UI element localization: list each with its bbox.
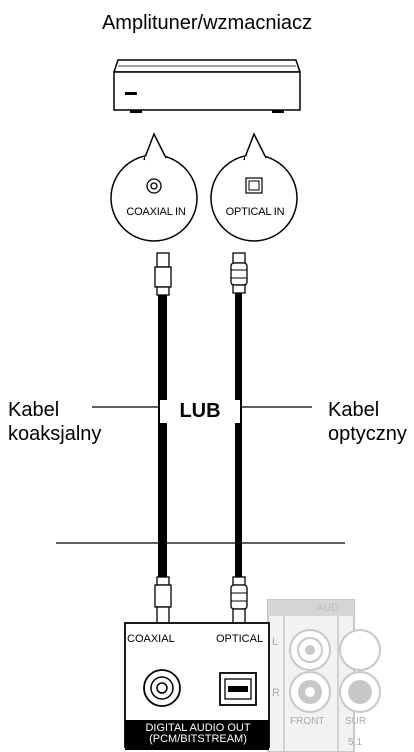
digital-audio-panel [124, 622, 270, 750]
optical-in-bubble [210, 132, 298, 242]
digital-audio-out-label: DIGITAL AUDIO OUT (PCM/BITSTREAM) [127, 723, 269, 745]
optical-plug-bottom [230, 576, 248, 626]
coaxial-cable-label-line1: Kabel [8, 399, 60, 421]
diagram-title: Amplituner/wzmacniacz [101, 12, 313, 34]
coaxial-cable [158, 295, 167, 577]
coaxial-plug-top [154, 252, 172, 296]
coaxial-plug-bottom [154, 576, 172, 626]
optical-cable [235, 293, 242, 577]
optical-in-label: OPTICAL IN [225, 206, 285, 218]
front-label: FRONT [290, 716, 325, 727]
digital-audio-out-line2: (PCM/BITSTREAM) [149, 733, 247, 745]
digital-audio-out-line1: DIGITAL AUDIO OUT [145, 722, 251, 734]
coaxial-jack-label: COAXIAL [127, 633, 175, 645]
optical-plug-top [230, 252, 248, 294]
coaxial-cable-label-line2: koaksjalny [8, 423, 102, 445]
audio-panel-title: AUD [316, 602, 340, 614]
left-channel-label: L [272, 636, 279, 648]
optical-cable-label-line1: Kabel [328, 399, 380, 421]
or-label: LUB [160, 400, 240, 423]
coaxial-jack-icon [146, 178, 162, 194]
surround-label: SUR [345, 716, 367, 727]
receiver-icon [112, 59, 302, 113]
channel-label: 5.1 [348, 737, 362, 748]
analog-audio-panel [267, 599, 381, 752]
coaxial-in-label: COAXIAL IN [126, 206, 186, 218]
optical-cable-label-line2: optyczny [328, 423, 407, 445]
optical-port-icon [245, 177, 263, 194]
optical-jack-label: OPTICAL [216, 633, 264, 645]
coaxial-cable-label: Kabel koaksjalny [8, 398, 101, 446]
optical-cable-label: Kabel optyczny [328, 398, 407, 446]
right-channel-label: R [272, 687, 280, 699]
